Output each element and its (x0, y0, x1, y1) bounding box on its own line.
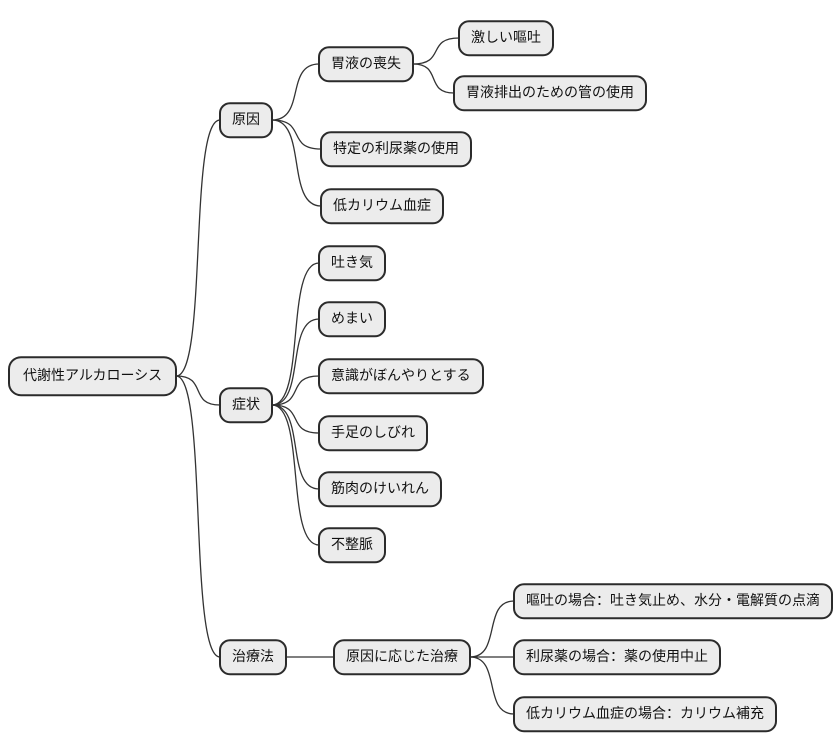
edge-root-symptoms (175, 375, 221, 406)
mindmap-node-diuretic-case: 利尿薬の場合：薬の使用中止 (513, 639, 721, 675)
edge-root-treatment (175, 375, 221, 658)
mindmap-node-symptoms: 症状 (219, 387, 273, 423)
mindmap-node-hypokalemia: 低カリウム血症 (320, 188, 444, 224)
mindmap-node-nausea: 吐き気 (318, 245, 386, 281)
mindmap-node-muscle-cramps: 筋肉のけいれん (318, 471, 442, 507)
mindmap-node-gastric-tube: 胃液排出のための管の使用 (453, 75, 647, 111)
mindmap-node-hypokalemia-case: 低カリウム血症の場合：カリウム補充 (513, 696, 777, 732)
edge-gastric-loss-severe-vomiting (412, 37, 460, 65)
edge-symptoms-hazy-mind (271, 375, 320, 406)
mindmap-node-cause-based: 原因に応じた治療 (333, 639, 471, 675)
mindmap-node-arrhythmia: 不整脈 (318, 527, 386, 563)
edge-causes-hypokalemia (271, 119, 322, 207)
mindmap-node-gastric-loss: 胃液の喪失 (318, 46, 414, 82)
mindmap-node-dizziness: めまい (318, 301, 386, 337)
edge-symptoms-dizziness (271, 318, 320, 406)
mindmap-node-severe-vomiting: 激しい嘔吐 (458, 20, 554, 56)
edge-root-causes (175, 119, 221, 377)
mindmap-node-vomiting-case: 嘔吐の場合：吐き気止め、水分・電解質の点滴 (513, 583, 833, 619)
edge-cause-based-vomiting-case (469, 600, 515, 658)
mindmap-node-limb-numbness: 手足のしびれ (318, 415, 428, 451)
mindmap-node-hazy-mind: 意識がぼんやりとする (318, 358, 484, 394)
edge-cause-based-hypokalemia-case (469, 656, 515, 715)
edge-symptoms-arrhythmia (271, 404, 320, 546)
mindmap-node-root: 代謝性アルカローシス (8, 356, 178, 396)
mindmap-node-causes: 原因 (219, 102, 273, 138)
edge-symptoms-muscle-cramps (271, 404, 320, 490)
edge-gastric-loss-gastric-tube (412, 63, 455, 94)
mindmap-node-treatment: 治療法 (219, 639, 287, 675)
edge-symptoms-nausea (271, 262, 320, 406)
edge-symptoms-limb-numbness (271, 404, 320, 434)
edge-causes-gastric-loss (271, 63, 320, 121)
edge-causes-diuretics (271, 119, 322, 150)
mindmap-node-diuretics: 特定の利尿薬の使用 (320, 131, 472, 167)
